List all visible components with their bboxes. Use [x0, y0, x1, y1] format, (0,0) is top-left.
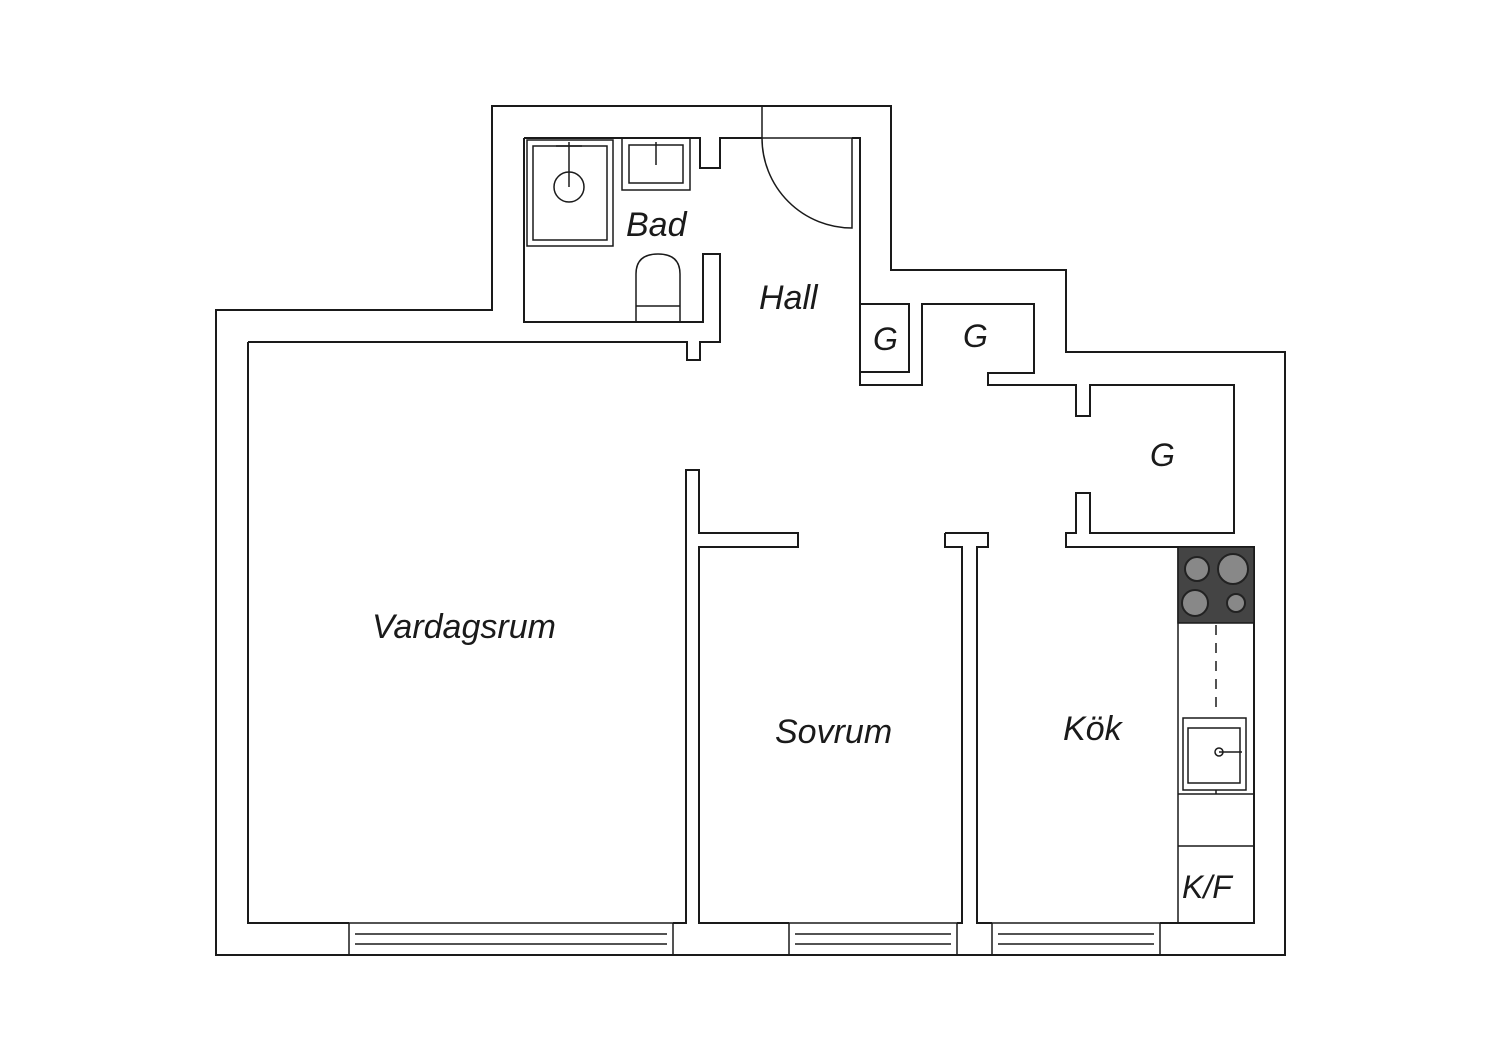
room-label-bad: Bad	[626, 206, 688, 244]
entrance-door	[761, 106, 853, 229]
room-label-hall: Hall	[759, 279, 819, 317]
stove	[1177, 546, 1255, 624]
toilet	[635, 253, 681, 322]
kitchen-sink	[1182, 717, 1247, 791]
room-label-closet-1: G	[873, 321, 898, 357]
room-label-closet-2: G	[963, 318, 988, 354]
room-label-kok: Kök	[1063, 710, 1124, 748]
shower	[526, 139, 614, 247]
windows	[348, 922, 1161, 956]
inner-walls	[247, 106, 1255, 924]
room-label-vardagsrum: Vardagsrum	[372, 608, 556, 646]
outer-walls	[215, 105, 1286, 956]
room-label-sovrum: Sovrum	[775, 713, 892, 751]
room-label-kf: K/F	[1182, 869, 1234, 905]
room-label-closet-3: G	[1150, 437, 1175, 473]
bathroom-sink	[621, 137, 691, 191]
